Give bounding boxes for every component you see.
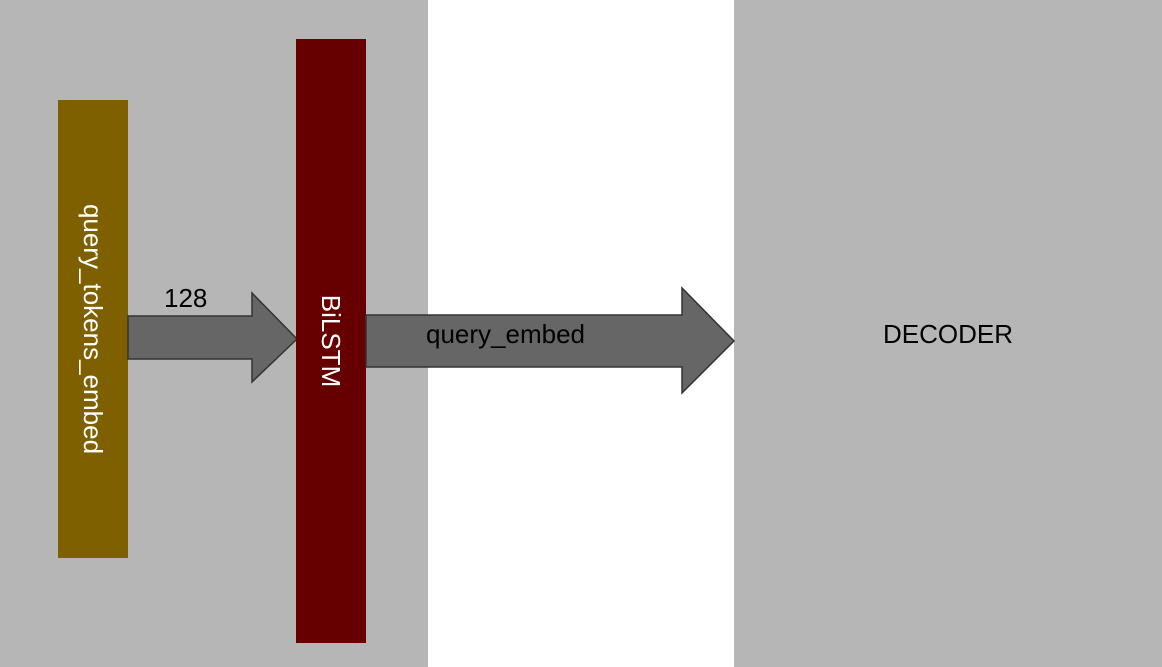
query-tokens-embed-label: query_tokens_embed <box>78 204 108 454</box>
arrow-embed-to-bilstm <box>127 291 299 384</box>
query-tokens-embed-block <box>58 100 128 558</box>
bilstm-label: BiLSTM <box>316 295 346 387</box>
decoder-label: DECODER <box>883 319 1013 349</box>
arrow-bilstm-to-decoder <box>365 286 736 395</box>
decoder-region <box>734 0 1162 667</box>
arrow-embed-to-bilstm-label: 128 <box>164 283 207 313</box>
arrow-bilstm-to-decoder-label: query_embed <box>426 319 585 349</box>
bilstm-block <box>296 39 366 643</box>
